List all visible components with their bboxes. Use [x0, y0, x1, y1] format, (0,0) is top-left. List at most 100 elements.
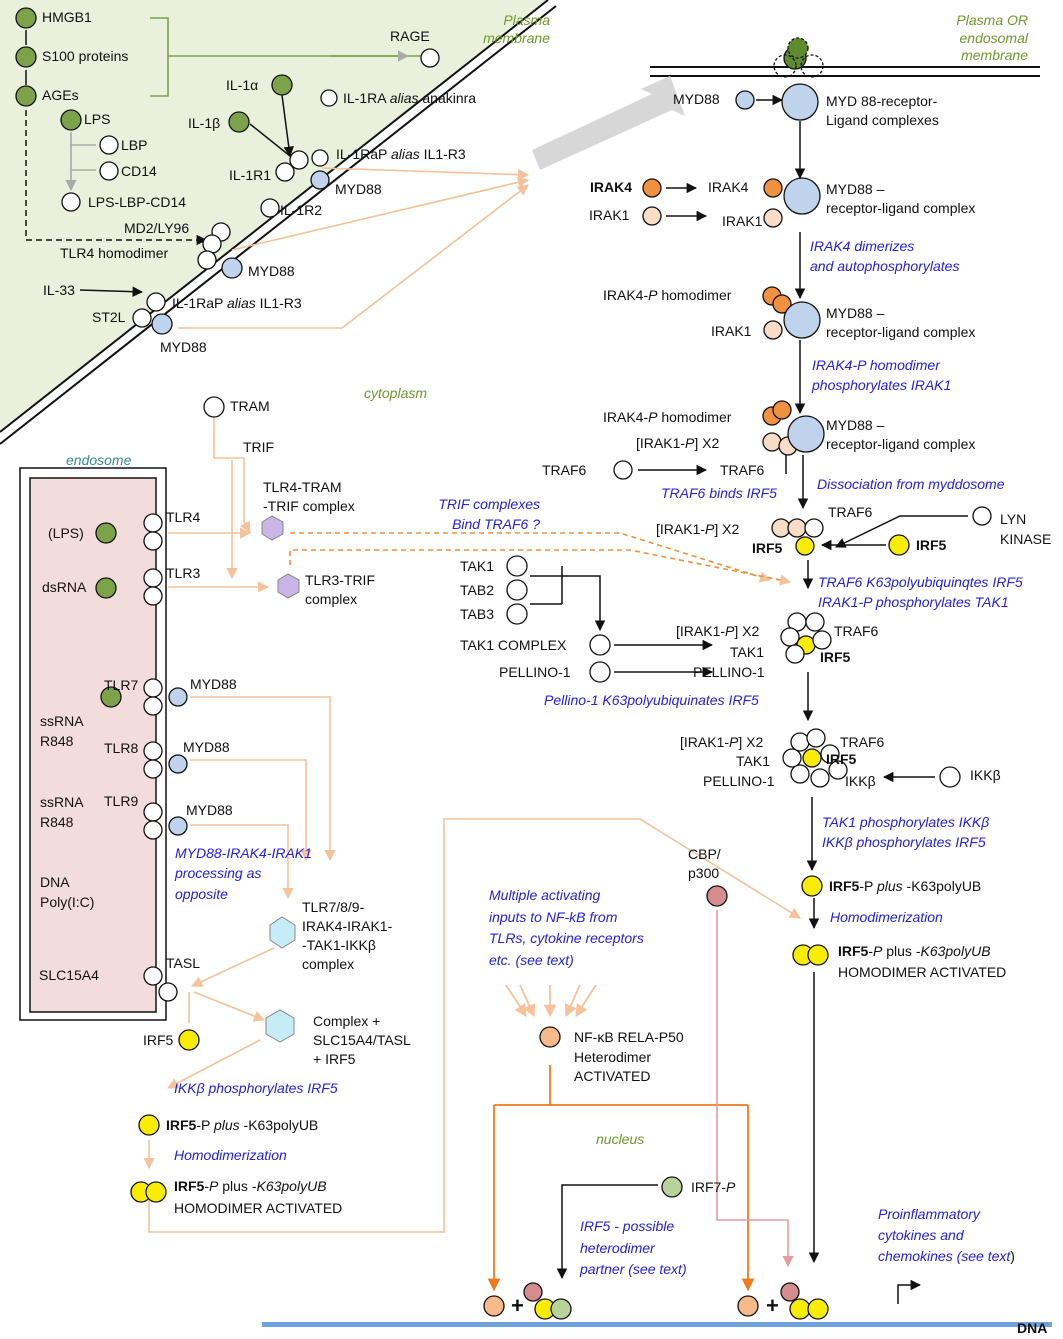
label-traf6-b: TRAF6 [828, 504, 873, 520]
label-il33: IL-33 [43, 282, 75, 298]
label-lps: LPS [84, 111, 111, 127]
label-endo-irf5p-2: IRF5-P plus -K63polyUB [174, 1178, 327, 1194]
label-pellino1-b: PELLINO-1 [693, 664, 765, 680]
label-myd88-9: MYD88 [186, 802, 233, 818]
note-trif-complexes: TRIF complexes Bind TRAF6 ? [438, 496, 540, 533]
note-myd88-processing: MYD88-IRAK4-IRAK1 processing as opposite [175, 845, 312, 902]
note-irak4-dimerizes: IRAK4 dimerizes and autophosphorylates [810, 238, 960, 275]
label-plasma-membrane: Plasma membrane [483, 12, 550, 46]
label-myd88-b: MYD88 [248, 263, 295, 279]
label-irak4p-homodimer-1: IRAK4-P homodimer [603, 287, 732, 303]
label-ages: AGEs [42, 87, 79, 103]
note-traf6-binds: TRAF6 binds IRF5 [661, 485, 777, 501]
label-s100: S100 proteins [42, 48, 129, 64]
label-traf6-c: TRAF6 [834, 623, 879, 639]
note-pellino1: Pellino-1 K63polyubiquinates IRF5 [544, 692, 759, 708]
label-endo-tlr4: TLR4 [166, 509, 201, 525]
label-cd14: CD14 [121, 163, 157, 179]
note-irak4p-phosphorylates: IRAK4-P homodimer phosphorylates IRAK1 [812, 357, 952, 394]
label-dsrna: dsRNA [42, 579, 87, 595]
label-tak1-complex: TAK1 COMPLEX [460, 637, 567, 653]
label-st2l: ST2L [92, 309, 126, 325]
endosome-outer [19, 467, 167, 1021]
label-lbp: LBP [121, 137, 148, 153]
label-slc15a4: SLC15A4 [39, 967, 99, 983]
label-ikkb: IKKβ [845, 773, 876, 789]
label-lps-complex: LPS-LBP-CD14 [88, 194, 187, 210]
label-tak1-c: TAK1 [736, 753, 770, 769]
label-traf6-d: TRAF6 [840, 734, 885, 750]
label-il1b: IL-1β [188, 115, 221, 131]
label-trif: TRIF [243, 439, 275, 455]
label-nucleus: nucleus [596, 1131, 645, 1147]
label-hmgb1: HMGB1 [42, 9, 92, 25]
label-irak1-a: IRAK1 [589, 207, 630, 223]
label-homodimer-activated-right: HOMODIMER ACTIVATED [838, 964, 1007, 980]
label-tlr7: TLR7 [104, 677, 139, 693]
label-ikkb-b: IKKβ [970, 767, 1001, 783]
label-tlr8: TLR8 [104, 740, 139, 756]
note-traf6-k63: TRAF6 K63polyubiquinqtes IRF5 IRAK1-P ph… [818, 574, 1023, 611]
label-dna: DNA [1017, 1320, 1048, 1336]
label-tlr3: TLR3 [166, 565, 201, 581]
label-irf5-a: IRF5 [752, 540, 783, 556]
label-md2: MD2/LY96 [124, 220, 190, 236]
label-il1rap-1: IL-1RaP alias IL1-R3 [336, 146, 466, 162]
label-myd88-c: MYD88 [160, 339, 207, 355]
label-endo-irf5p-1: IRF5-P plus -K63polyUB [166, 1117, 319, 1133]
label-il1rap-2: IL-1RaP alias IL1-R3 [172, 295, 302, 311]
label-tab3: TAB3 [460, 606, 494, 622]
transcription-arrow [897, 1279, 922, 1304]
label-irak1p-x2-2: [IRAK1-P] X2 [656, 521, 740, 537]
label-complex-plus: Complex + SLC15A4/TASL + IRF5 [313, 1013, 411, 1067]
label-ssrna-1: ssRNA R848 [40, 713, 84, 749]
label-irf5-c: IRF5 [820, 649, 851, 665]
label-irf5p-2: IRF5-P plus -K63polyUB [838, 943, 991, 959]
label-tlr789-complex: TLR7/8/9- IRAK4-IRAK1- -TAK1-IKKβ comple… [302, 899, 393, 972]
label-tak1-b: TAK1 [730, 644, 764, 660]
note-proinflammatory: Proinflammatory cytokines and chemokines… [878, 1206, 1015, 1264]
label-tlr4-tram-trif: TLR4-TRAM -TRIF complex [263, 479, 355, 514]
label-il1r1: IL-1R1 [229, 167, 272, 183]
label-tak1: TAK1 [460, 558, 494, 574]
label-traf6-left: TRAF6 [542, 462, 587, 478]
label-tab2: TAB2 [460, 582, 494, 598]
label-myd88-top: MYD88 [673, 91, 720, 107]
label-myd88-8: MYD88 [183, 739, 230, 755]
label-irak4-bold: IRAK4 [590, 179, 633, 195]
label-endosomal-membrane: Plasma OR endosomal membrane [956, 12, 1028, 63]
note-irf5-partner: IRF5 - possible heterodimer partner (see… [580, 1218, 687, 1278]
grey-block-arrow [532, 76, 685, 170]
note-ikkb-phosphorylates: IKKβ phosphorylates IRF5 [174, 1080, 338, 1096]
label-pellino1-c: PELLINO-1 [703, 773, 775, 789]
tlr4-tram-trif-hexagon [261, 515, 284, 541]
label-irf5-d: IRF5 [826, 751, 857, 767]
label-endo-lps: (LPS) [48, 525, 84, 541]
label-ssrna-2: ssRNA R848 [40, 794, 84, 830]
plus-sign-right: + [766, 1293, 779, 1318]
note-nfkb-inputs: Multiple activating inputs to NF-kB from… [489, 887, 644, 969]
label-tram: TRAM [230, 398, 270, 414]
label-tlr3-trif: TLR3-TRIF complex [305, 572, 375, 607]
label-traf6-a: TRAF6 [720, 462, 765, 478]
label-il1r2: IL-1R2 [280, 202, 323, 218]
label-il1ra: IL-1RA alias anakinra [343, 90, 477, 106]
label-endo-irf5: IRF5 [143, 1032, 174, 1048]
label-il1a: IL-1α [226, 77, 259, 93]
label-irf7p: IRF7-P [691, 1179, 736, 1195]
label-irf5p-1: IRF5-P plus -K63polyUB [829, 878, 982, 894]
tlr789-complex-hexagon [269, 916, 296, 949]
label-cbp-p300: CBP/ p300 [688, 846, 721, 881]
note-tak1-ikkb: TAK1 phosphorylates IKKβ IKKβ phosphoryl… [822, 814, 990, 851]
label-myd88-7: MYD88 [190, 676, 237, 692]
label-receptor-complex: MYD 88-receptor- Ligand complexes [826, 93, 939, 128]
label-irak4: IRAK4 [708, 179, 749, 195]
note-homodimerization-left: Homodimerization [174, 1147, 287, 1163]
label-irf5-b: IRF5 [916, 537, 947, 553]
label-rage: RAGE [390, 28, 430, 44]
label-pellino1: PELLINO-1 [499, 664, 571, 680]
label-irak4p-homodimer-2: IRAK4-P homodimer [603, 409, 732, 425]
label-tlr4-homodimer: TLR4 homodimer [60, 245, 169, 261]
